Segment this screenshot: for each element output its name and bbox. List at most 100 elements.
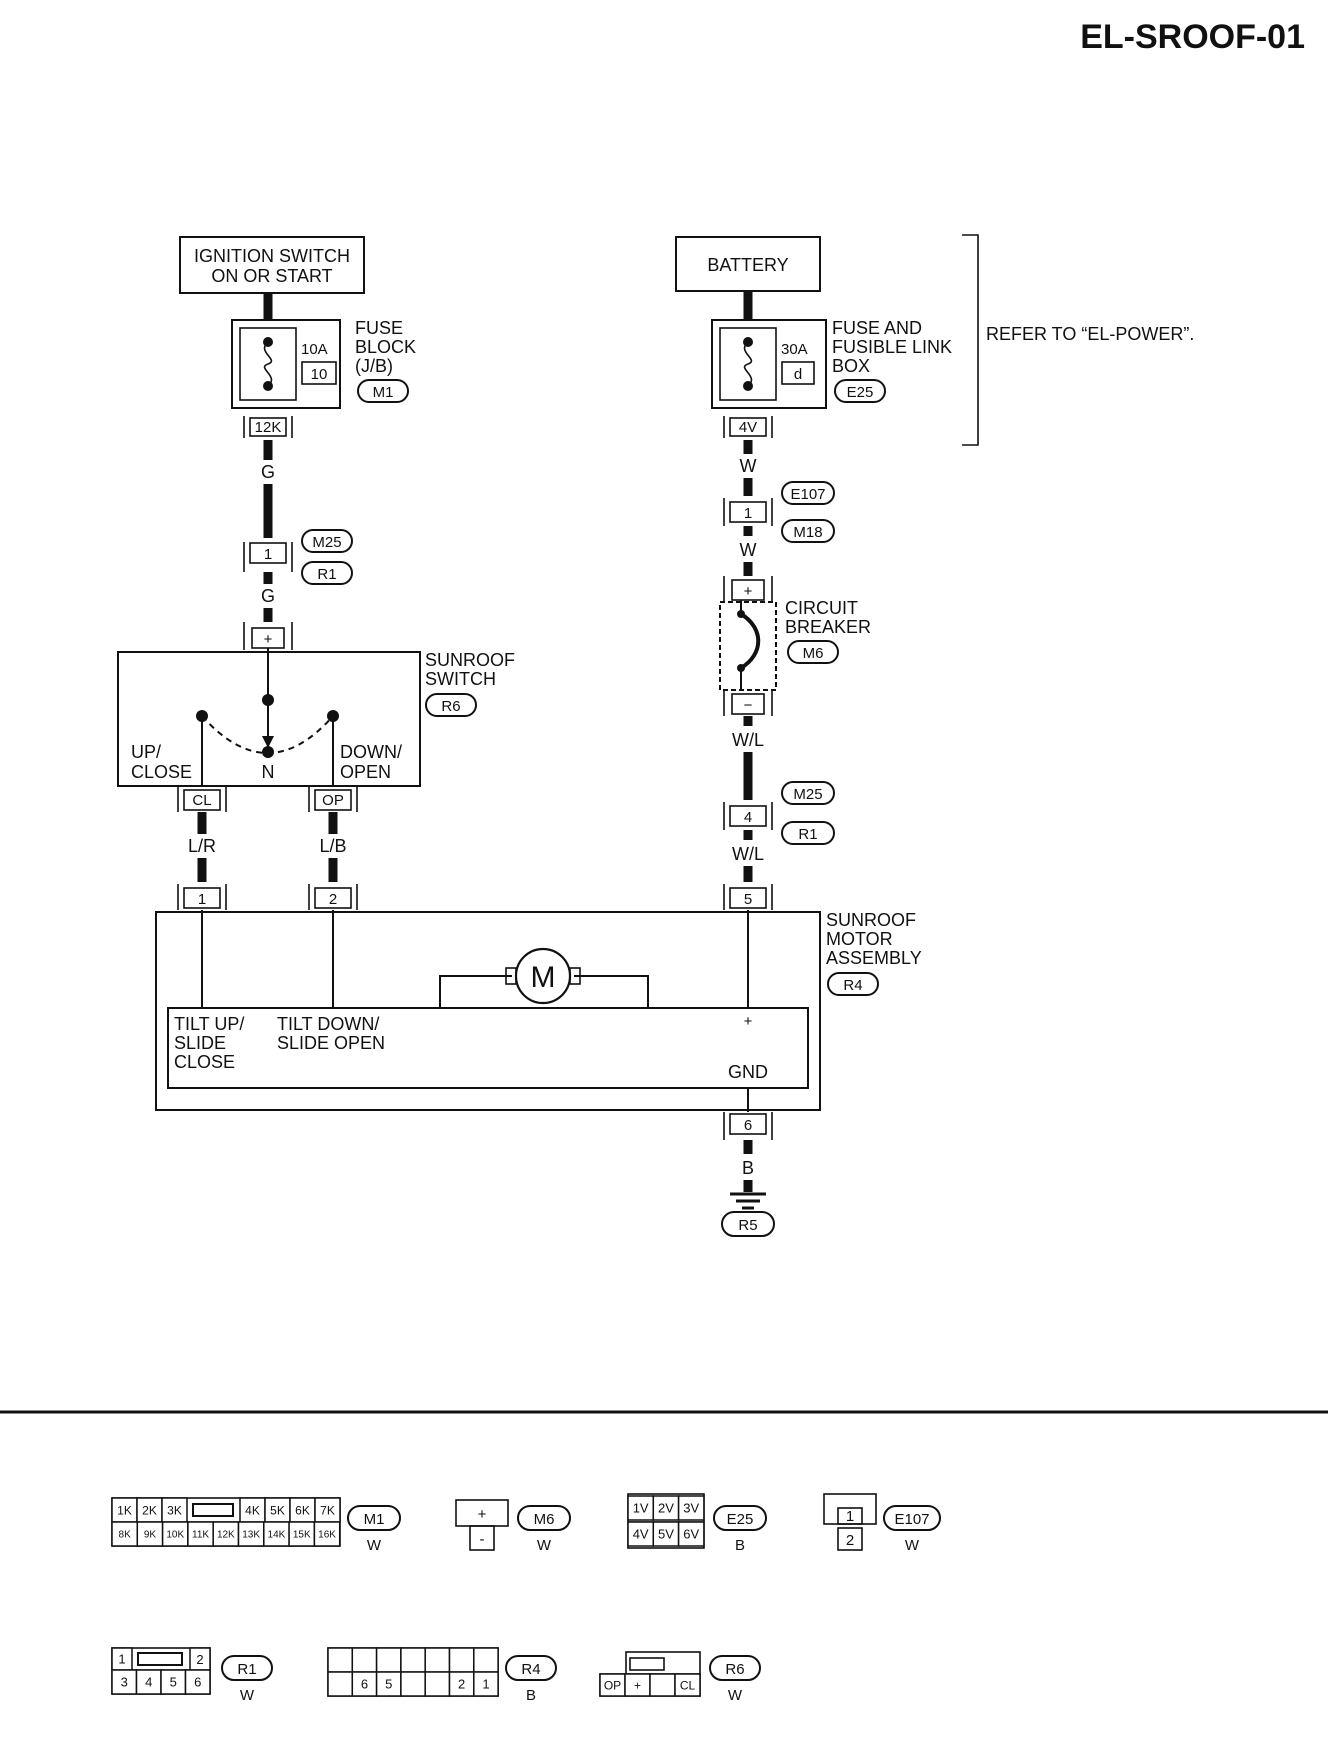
breaker-minus: − bbox=[744, 697, 753, 714]
motor-pin-5: 5 bbox=[744, 891, 752, 908]
wire-color-w-2: W bbox=[740, 540, 757, 560]
connector-cell bbox=[351, 1671, 378, 1697]
fuse-block-body bbox=[231, 319, 341, 409]
connector-terminal-label: 6K bbox=[295, 1503, 310, 1517]
ignition-switch-box bbox=[179, 236, 365, 294]
connector-cell bbox=[448, 1647, 475, 1673]
connector-terminal-label: 15K bbox=[293, 1530, 311, 1541]
connector-terminal-label: 4V bbox=[633, 1527, 649, 1542]
connector-terminal-label: 3 bbox=[121, 1675, 128, 1690]
motor-pin6-bracket bbox=[723, 1112, 773, 1140]
motor-pin1-bracket bbox=[177, 884, 227, 910]
fuse-block-number: 10 bbox=[311, 366, 328, 383]
connector-cell bbox=[677, 1495, 705, 1521]
m6-bottom: - bbox=[480, 1531, 485, 1548]
switch-cl-box bbox=[183, 789, 221, 811]
motor-pin5-box bbox=[729, 887, 767, 909]
connector-cell bbox=[424, 1671, 451, 1697]
fuse-link-holder bbox=[719, 327, 777, 401]
breaker-title-1: CIRCUIT bbox=[785, 598, 858, 618]
fuse-block-number-box bbox=[301, 361, 337, 385]
connector-cell bbox=[351, 1647, 378, 1673]
connector-terminal-label: 5 bbox=[385, 1677, 392, 1692]
switch-op-bracket bbox=[308, 786, 358, 812]
m6-top: + bbox=[478, 1506, 487, 1523]
connector-terminal-label: 1V bbox=[633, 1501, 649, 1516]
fuse-link-title-2: FUSIBLE LINK bbox=[832, 337, 952, 357]
left-harness-conn-b: R1 bbox=[317, 566, 336, 583]
connector-terminal-label: 14K bbox=[268, 1530, 286, 1541]
e25-name: E25 bbox=[727, 1511, 754, 1528]
fuse-block-connector-tag bbox=[357, 379, 409, 403]
wire-color-lb: L/B bbox=[319, 836, 346, 856]
r4-color: B bbox=[526, 1687, 536, 1704]
r4-name: R4 bbox=[521, 1661, 540, 1678]
wire-color-w-1: W bbox=[740, 456, 757, 476]
wire-color-g-2: G bbox=[261, 586, 275, 606]
switch-op-box bbox=[314, 789, 352, 811]
connector-terminal-label: 2 bbox=[458, 1677, 465, 1692]
connector-terminal-label: 6V bbox=[683, 1527, 699, 1542]
breaker-out-conn-a: M25 bbox=[793, 786, 822, 803]
breaker-out-pin-box bbox=[729, 805, 767, 827]
motor-icon bbox=[514, 947, 572, 1005]
m1-color: W bbox=[367, 1537, 382, 1554]
breaker-element-icon bbox=[739, 612, 761, 670]
motor-pin2-bracket bbox=[308, 884, 358, 910]
connector-terminal-label: + bbox=[634, 1678, 641, 1692]
m6-color: W bbox=[537, 1537, 552, 1554]
fuse-block-terminal-bracket bbox=[243, 416, 293, 438]
connector-cell bbox=[677, 1521, 705, 1547]
connector-cell bbox=[187, 1521, 214, 1547]
fuse-icon bbox=[263, 341, 273, 387]
breaker-title-2: BREAKER bbox=[785, 617, 871, 637]
switch-term-op: OP bbox=[322, 792, 344, 809]
motor-pin1-box bbox=[183, 887, 221, 909]
fuse-block-terminal-box bbox=[249, 417, 287, 437]
motor-symbol: M bbox=[531, 961, 556, 994]
motor-gnd: GND bbox=[728, 1062, 768, 1082]
connector-cell bbox=[400, 1671, 426, 1697]
right-harness-conn-b: M18 bbox=[793, 524, 822, 541]
motor-leads bbox=[439, 975, 649, 1008]
left-harness-pin: 1 bbox=[264, 546, 272, 563]
connector-cell bbox=[652, 1495, 680, 1521]
wire-color-lr: L/R bbox=[188, 836, 216, 856]
m1-tag bbox=[347, 1505, 401, 1531]
r4-tag bbox=[505, 1655, 557, 1681]
switch-connector-tag bbox=[425, 693, 477, 717]
motor-plus: + bbox=[744, 1013, 753, 1030]
e107-color: W bbox=[905, 1537, 920, 1554]
switch-title-1: SUNROOF bbox=[425, 650, 515, 670]
ground-icon bbox=[730, 1192, 766, 1210]
r6-tag bbox=[709, 1655, 761, 1681]
connector-key-slot bbox=[137, 1652, 183, 1666]
wire-color-wl-2: W/L bbox=[732, 844, 764, 864]
motor-pin-6: 6 bbox=[744, 1117, 752, 1134]
connector-terminal-label: 2 bbox=[196, 1652, 203, 1667]
connector-terminal-label: 10K bbox=[166, 1530, 184, 1541]
fuse-link-terminal-box bbox=[729, 417, 767, 437]
connector-cell bbox=[111, 1669, 138, 1695]
motor-title-3: ASSEMBLY bbox=[826, 948, 922, 968]
connector-key-slot bbox=[192, 1503, 234, 1517]
motor-connector: R4 bbox=[843, 977, 862, 994]
e25-color: B bbox=[735, 1537, 745, 1554]
breaker-out-bracket bbox=[723, 802, 773, 830]
switch-connector: R6 bbox=[441, 698, 460, 715]
connector-cell bbox=[375, 1671, 402, 1697]
switch-up-1: UP/ bbox=[131, 742, 161, 762]
circuit-breaker-body bbox=[719, 601, 777, 691]
connector-terminal-label: 2V bbox=[658, 1501, 674, 1516]
connector-terminal-label: 5 bbox=[170, 1675, 177, 1690]
right-harness-pin: 1 bbox=[744, 505, 752, 522]
tilt-up-1: TILT UP/ bbox=[174, 1014, 244, 1034]
breaker-plus-bracket bbox=[723, 576, 773, 604]
breaker-connector: M6 bbox=[803, 645, 824, 662]
fuse-block-title-1: FUSE bbox=[355, 318, 403, 338]
breaker-minus-box bbox=[731, 693, 765, 715]
motor-connector-tag bbox=[827, 972, 879, 996]
connector-terminal-label: 3K bbox=[167, 1503, 182, 1517]
